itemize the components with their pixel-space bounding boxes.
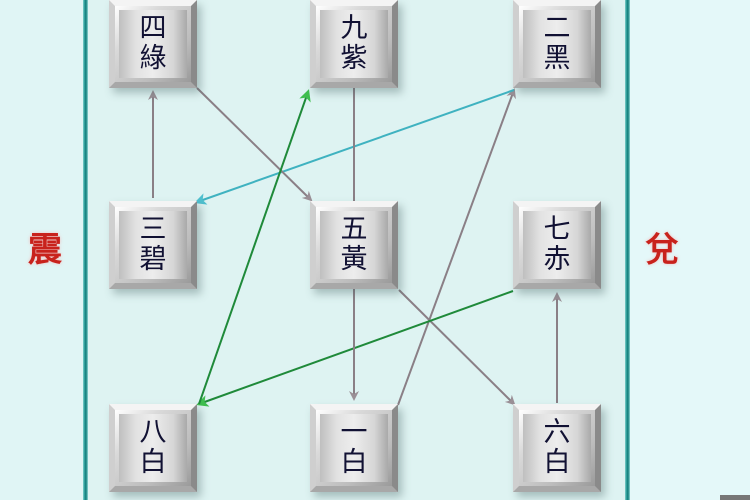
palace-cell-seven-red: 七 赤 xyxy=(513,201,601,289)
star-color: 白 xyxy=(340,447,368,478)
star-number: 五 xyxy=(340,214,368,245)
cell-face xyxy=(119,414,187,482)
palace-cell-one-white: 一 白 xyxy=(310,404,398,492)
right-margin-panel xyxy=(630,0,750,500)
cell-face xyxy=(119,10,187,78)
corner-watermark xyxy=(720,495,750,500)
arrow-1-to-2 xyxy=(397,88,516,406)
star-color: 綠 xyxy=(139,43,167,74)
star-color: 黃 xyxy=(340,244,368,275)
star-number: 三 xyxy=(139,214,167,245)
star-color: 白 xyxy=(543,447,571,478)
left-margin-panel xyxy=(0,0,84,500)
star-number: 二 xyxy=(543,13,571,44)
cell-face xyxy=(523,211,591,279)
star-number: 四 xyxy=(139,13,167,44)
star-number: 一 xyxy=(340,417,368,448)
cell-face xyxy=(320,414,388,482)
palace-cell-four-green: 四 綠 xyxy=(109,0,197,88)
palace-cell-six-white: 六 白 xyxy=(513,404,601,492)
star-color: 黑 xyxy=(543,43,571,74)
side-label-zhen-east: 震 xyxy=(28,230,62,270)
arrow-7-to-8 xyxy=(196,290,514,407)
star-number: 八 xyxy=(139,417,167,448)
right-divider-line xyxy=(625,0,630,500)
arrow-4-to-5 xyxy=(196,87,313,202)
cell-face xyxy=(119,211,187,279)
star-number: 九 xyxy=(340,13,368,44)
star-color: 紫 xyxy=(340,43,368,74)
star-number: 六 xyxy=(543,417,571,448)
cell-face xyxy=(320,10,388,78)
star-color: 碧 xyxy=(139,244,167,275)
arrow-8-to-9 xyxy=(198,89,311,405)
palace-cell-three-jade: 三 碧 xyxy=(109,201,197,289)
cell-face xyxy=(523,10,591,78)
star-color: 白 xyxy=(139,447,167,478)
cell-face xyxy=(320,211,388,279)
palace-cell-eight-white: 八 白 xyxy=(109,404,197,492)
palace-cell-two-black: 二 黑 xyxy=(513,0,601,88)
palace-cell-five-yellow: 五 黃 xyxy=(310,201,398,289)
arrow-2-to-3 xyxy=(194,89,515,205)
star-color: 赤 xyxy=(543,244,571,275)
star-number: 七 xyxy=(543,214,571,245)
arrow-5-to-6 xyxy=(398,289,516,406)
palace-cell-nine-purple: 九 紫 xyxy=(310,0,398,88)
cell-face xyxy=(523,414,591,482)
left-divider-line xyxy=(83,0,88,500)
side-label-dui-west: 兌 xyxy=(645,230,679,270)
